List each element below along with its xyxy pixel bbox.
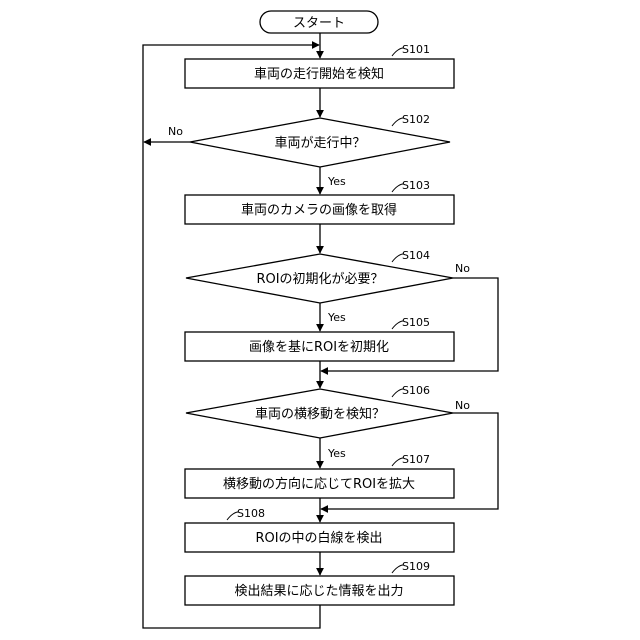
step-label-s102: S102 <box>402 113 430 126</box>
step-label-s104: S104 <box>402 249 430 262</box>
step-label-s108: S108 <box>237 507 265 520</box>
step-label-s106: S106 <box>402 384 430 397</box>
branch-label-s104-no: No <box>455 262 470 275</box>
process-label-s101: 車両の走行開始を検知 <box>254 66 384 82</box>
branch-label-s104-yes: Yes <box>327 311 346 324</box>
process-label-s103: 車両のカメラの画像を取得 <box>241 202 397 218</box>
step-label-s103: S103 <box>402 179 430 192</box>
step-label-s107: S107 <box>402 453 430 466</box>
decision-label-s104: ROIの初期化が必要？ <box>256 272 383 287</box>
step-label-s109: S109 <box>402 560 430 573</box>
step-label-s101: S101 <box>402 43 430 56</box>
branch-label-s106-no: No <box>455 399 470 412</box>
process-label-s105: 画像を基にROIを初期化 <box>249 340 389 355</box>
start-terminal-label: スタート <box>293 16 345 31</box>
branch-label-s102-no: No <box>168 125 183 138</box>
step-label-s105: S105 <box>402 316 430 329</box>
decision-label-s102: 車両が走行中？ <box>274 136 365 151</box>
decision-label-s106: 車両の横移動を検知？ <box>255 406 385 422</box>
branch-label-s106-yes: Yes <box>327 447 346 460</box>
branch-label-s102-yes: Yes <box>327 175 346 188</box>
process-label-s108: ROIの中の白線を検出 <box>255 530 382 546</box>
process-label-s107: 横移動の方向に応じてROIを拡大 <box>223 476 415 492</box>
process-label-s109: 検出結果に応じた情報を出力 <box>234 584 403 599</box>
